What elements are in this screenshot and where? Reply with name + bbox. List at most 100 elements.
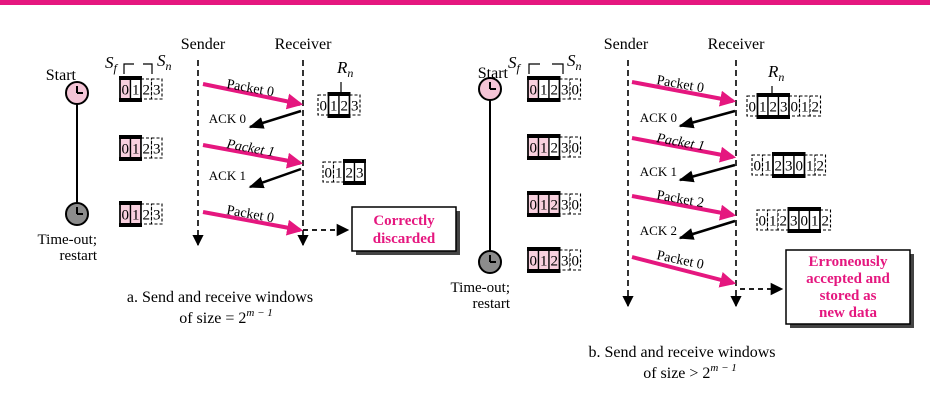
seq-number: 1 [132,208,140,224]
seq-number: 3 [153,208,161,224]
seq-number: 0 [530,141,538,157]
window-bottom-bar [756,115,790,119]
seq-number: 2 [143,142,151,158]
rn-label-a: Rn [336,58,353,80]
packet-arrow-a-3: Packet 0 [202,203,304,236]
seq-number: 0 [320,99,328,115]
seq-cell [569,193,582,215]
sf-label-a: Sf [105,53,119,75]
window-top-bar [327,92,351,96]
seq-number: 3 [356,166,364,182]
seq-number: 1 [759,100,767,116]
seq-number: 1 [540,254,548,270]
seq-number: 0 [796,159,804,175]
seq-number: 2 [341,99,349,115]
window-top-bar [772,152,806,156]
seq-number: 0 [572,198,580,214]
seq-cell [814,154,827,176]
seq-number: 3 [351,99,359,115]
window-top-bar [119,201,142,205]
panel-b: Sender Receiver Sf Sn Start Time-out; re… [451,36,914,382]
svg-text:Packet 2: Packet 2 [655,188,705,211]
window-top-bar [787,207,821,211]
seq-number: 0 [530,254,538,270]
seq-cell [569,136,582,158]
timeout-clock-a: Time-out; restart [38,202,98,264]
seq-number: 2 [817,159,825,175]
svg-text:discarded: discarded [373,231,436,247]
window-frame [527,193,561,215]
packet-arrow-a-1: Packet 0 [202,77,304,110]
seq-cell [150,137,163,159]
result-box-b: Erroneously accepted and stored as new d… [785,249,914,328]
receiver-label-b: Receiver [708,36,766,53]
window-bottom-bar [527,269,561,273]
svg-text:Time-out;: Time-out; [451,280,510,296]
sn-bracket-b [552,63,564,74]
svg-text:a. Send and receive windows: a. Send and receive windows [127,289,313,306]
seq-number: 2 [551,83,559,99]
seq-number: 3 [790,214,798,230]
seq-cell [569,78,582,100]
svg-text:ACK 1: ACK 1 [640,164,677,179]
seq-number: 1 [811,214,819,230]
svg-text:Erroneously: Erroneously [809,254,888,270]
ack-arrow-a-1: ACK 0 [209,109,302,129]
caption-a: a. Send and receive windows of size = 2m… [127,289,313,327]
seq-number: 0 [572,141,580,157]
seq-number: 3 [561,198,569,214]
ack-arrow-b-3: ACK 2 [640,219,736,240]
svg-text:of size > 2m − 1: of size > 2m − 1 [643,362,737,382]
seq-number: 1 [806,159,814,175]
window-frame [343,161,366,183]
seq-number: 0 [572,254,580,270]
seq-number: 3 [561,83,569,99]
sf-label-b: Sf [508,53,522,75]
start-clock-b: Start [478,65,509,101]
seq-number: 1 [132,142,140,158]
seq-number: 0 [572,83,580,99]
window-top-bar [119,135,142,139]
svg-text:Sf: Sf [508,53,522,75]
sn-label-b: Sn [567,51,582,73]
seq-number: 0 [754,159,762,175]
window-top-bar [527,76,561,80]
svg-text:Start: Start [46,67,77,84]
seq-number: 0 [801,214,809,230]
ack-arrow-b-2: ACK 1 [640,163,736,183]
svg-text:restart: restart [473,296,511,312]
svg-text:Packet 1: Packet 1 [224,137,275,160]
svg-text:Sn: Sn [567,51,582,73]
sender-label-a: Sender [181,36,226,53]
window-frame [772,154,806,176]
seq-number: 1 [540,198,548,214]
window-bottom-bar [772,174,806,178]
window-top-bar [527,134,561,138]
sn-label-a: Sn [157,51,172,73]
seq-number: 0 [122,83,130,99]
window-frame [119,78,142,100]
seq-number: 0 [791,100,799,116]
seq-number: 1 [540,83,548,99]
svg-text:of size = 2m − 1: of size = 2m − 1 [179,307,273,327]
svg-text:Rn: Rn [336,58,353,80]
packet-arrow-b-3: Packet 2 [631,188,737,221]
seq-number: 2 [143,208,151,224]
window-frame [787,209,821,231]
packet-arrow-b-1: Packet 0 [631,73,737,107]
seq-number: 0 [759,214,767,230]
seq-cell [150,203,163,225]
seq-cell [809,95,822,117]
svg-text:Time-out;: Time-out; [38,232,97,248]
seq-number: 1 [335,166,343,182]
window-top-bar [343,159,366,163]
result-box-a: Correctly discarded [351,206,460,255]
svg-text:accepted and: accepted and [806,271,890,287]
window-frame [756,95,790,117]
